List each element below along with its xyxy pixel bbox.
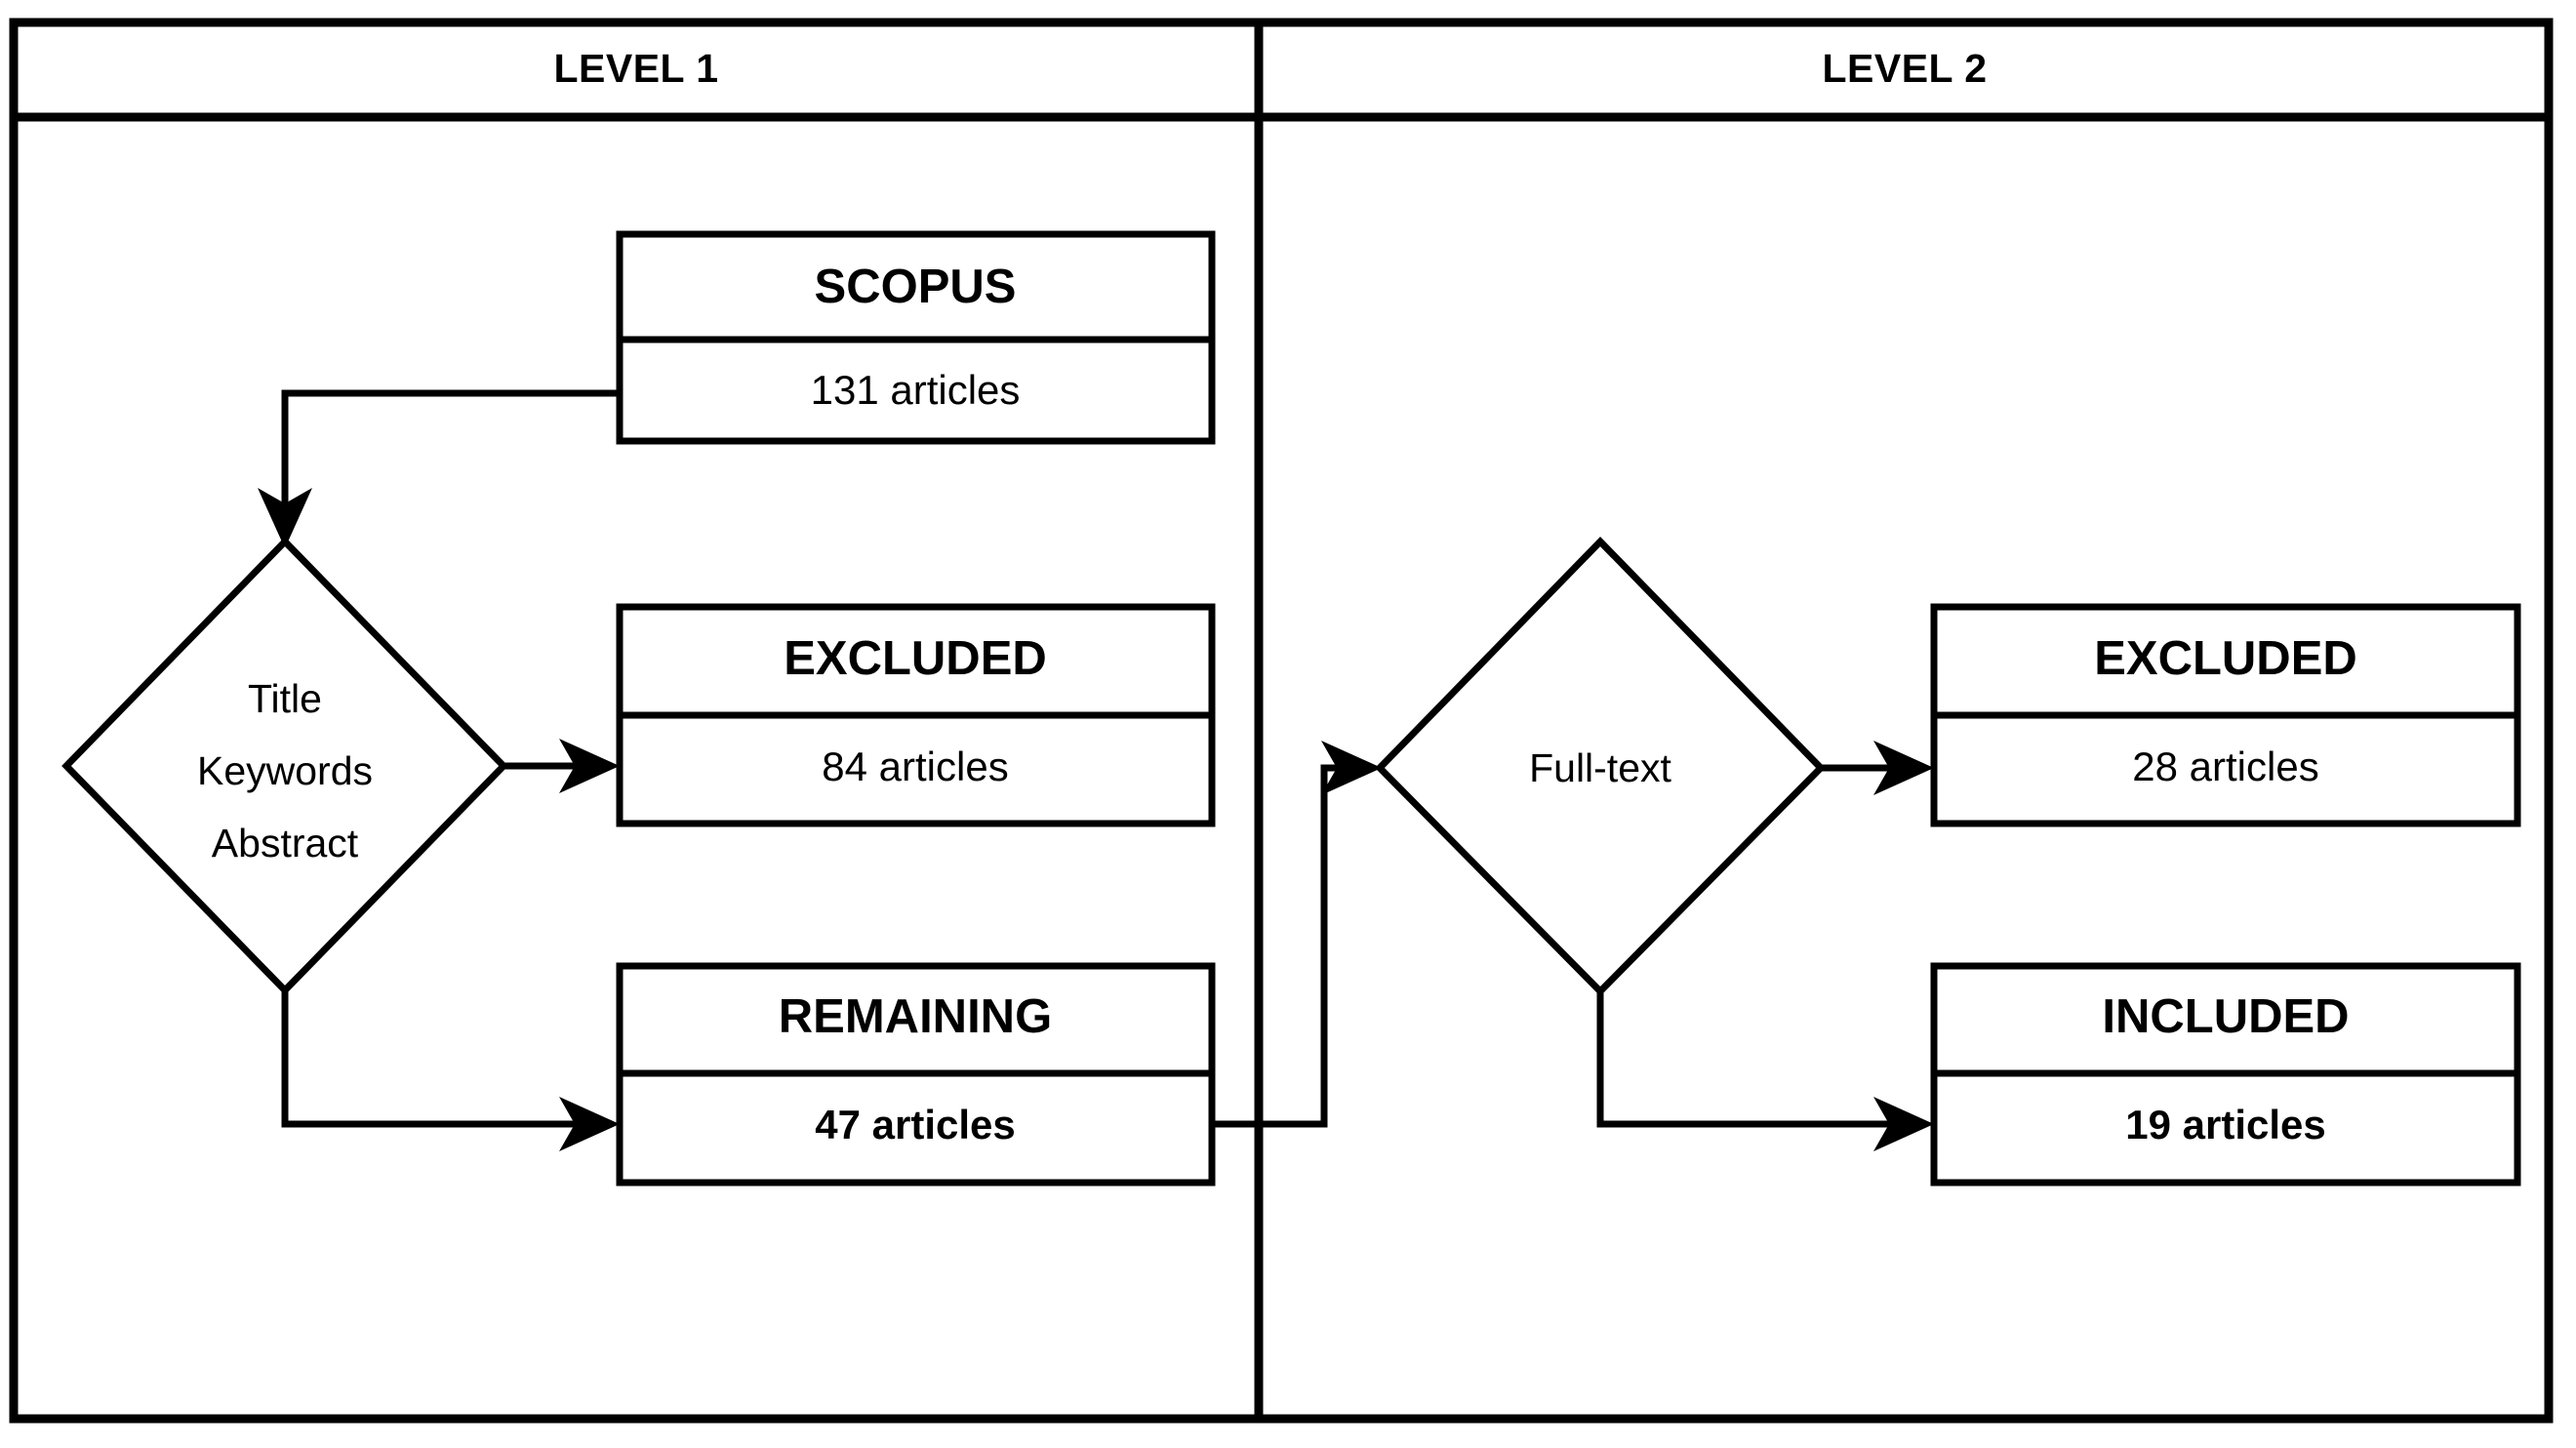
node-scopus-title: SCOPUS bbox=[815, 261, 1017, 313]
node-scopus-count: 131 articles bbox=[811, 367, 1021, 413]
node-excluded-level-2-title: EXCLUDED bbox=[2094, 632, 2357, 685]
connector-screening-to-remaining bbox=[281, 990, 585, 1128]
connector-fulltext-to-included bbox=[1596, 991, 1898, 1128]
arrowhead-remaining-to-fulltext bbox=[1321, 741, 1382, 795]
node-remaining-level-1-title: REMAINING bbox=[779, 990, 1052, 1043]
arrowhead-fulltext-to-included bbox=[1873, 1097, 1934, 1151]
node-included-level-2-title: INCLUDED bbox=[2102, 990, 2349, 1043]
screening-criteria-line-3: Abstract bbox=[212, 821, 359, 865]
arrowhead-scopus-to-screening bbox=[258, 488, 312, 548]
arrowhead-fulltext-to-excluded bbox=[1873, 741, 1934, 795]
node-included-level-2-count: 19 articles bbox=[2125, 1102, 2326, 1147]
screening-criteria-line-1: Title bbox=[248, 676, 322, 721]
connector-remaining-to-fulltext bbox=[1212, 764, 1356, 1128]
screening-criteria-line-2: Keywords bbox=[197, 748, 373, 793]
node-remaining-level-1-count: 47 articles bbox=[815, 1102, 1016, 1147]
connector-scopus-to-screening bbox=[281, 389, 620, 507]
arrowhead-screening-to-remaining bbox=[559, 1097, 620, 1151]
arrowhead-screening-to-excluded bbox=[559, 739, 620, 793]
outer-frame bbox=[9, 18, 2554, 1424]
column-header-level-2: LEVEL 2 bbox=[1822, 46, 1987, 91]
column-header-level-1: LEVEL 1 bbox=[553, 46, 718, 91]
node-excluded-level-2-count: 28 articles bbox=[2132, 744, 2318, 789]
fulltext-criteria-label: Full-text bbox=[1529, 745, 1671, 790]
node-excluded-level-1-count: 84 articles bbox=[822, 744, 1008, 789]
node-excluded-level-1-title: EXCLUDED bbox=[784, 632, 1047, 685]
